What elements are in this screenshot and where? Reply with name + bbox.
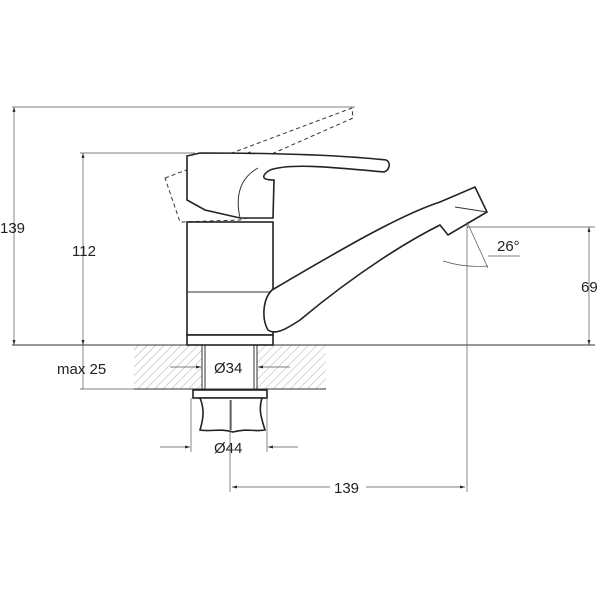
mounting-nut xyxy=(192,389,268,433)
dim-overall-height: 139 xyxy=(0,220,25,237)
dim-nut-diameter: Ø44 xyxy=(214,440,242,457)
dim-outlet-height: 69 xyxy=(581,279,598,296)
faucet-body xyxy=(186,221,274,346)
dim-spout-angle: 26° xyxy=(497,238,520,255)
dim-handle-height: 112 xyxy=(72,243,96,260)
spout xyxy=(263,185,489,333)
dim-max-counter-thickness: max 25 xyxy=(57,361,106,378)
lever-handle xyxy=(186,152,390,219)
dim-spout-reach: 139 xyxy=(334,480,359,497)
dim-shank-diameter: Ø34 xyxy=(214,360,242,377)
